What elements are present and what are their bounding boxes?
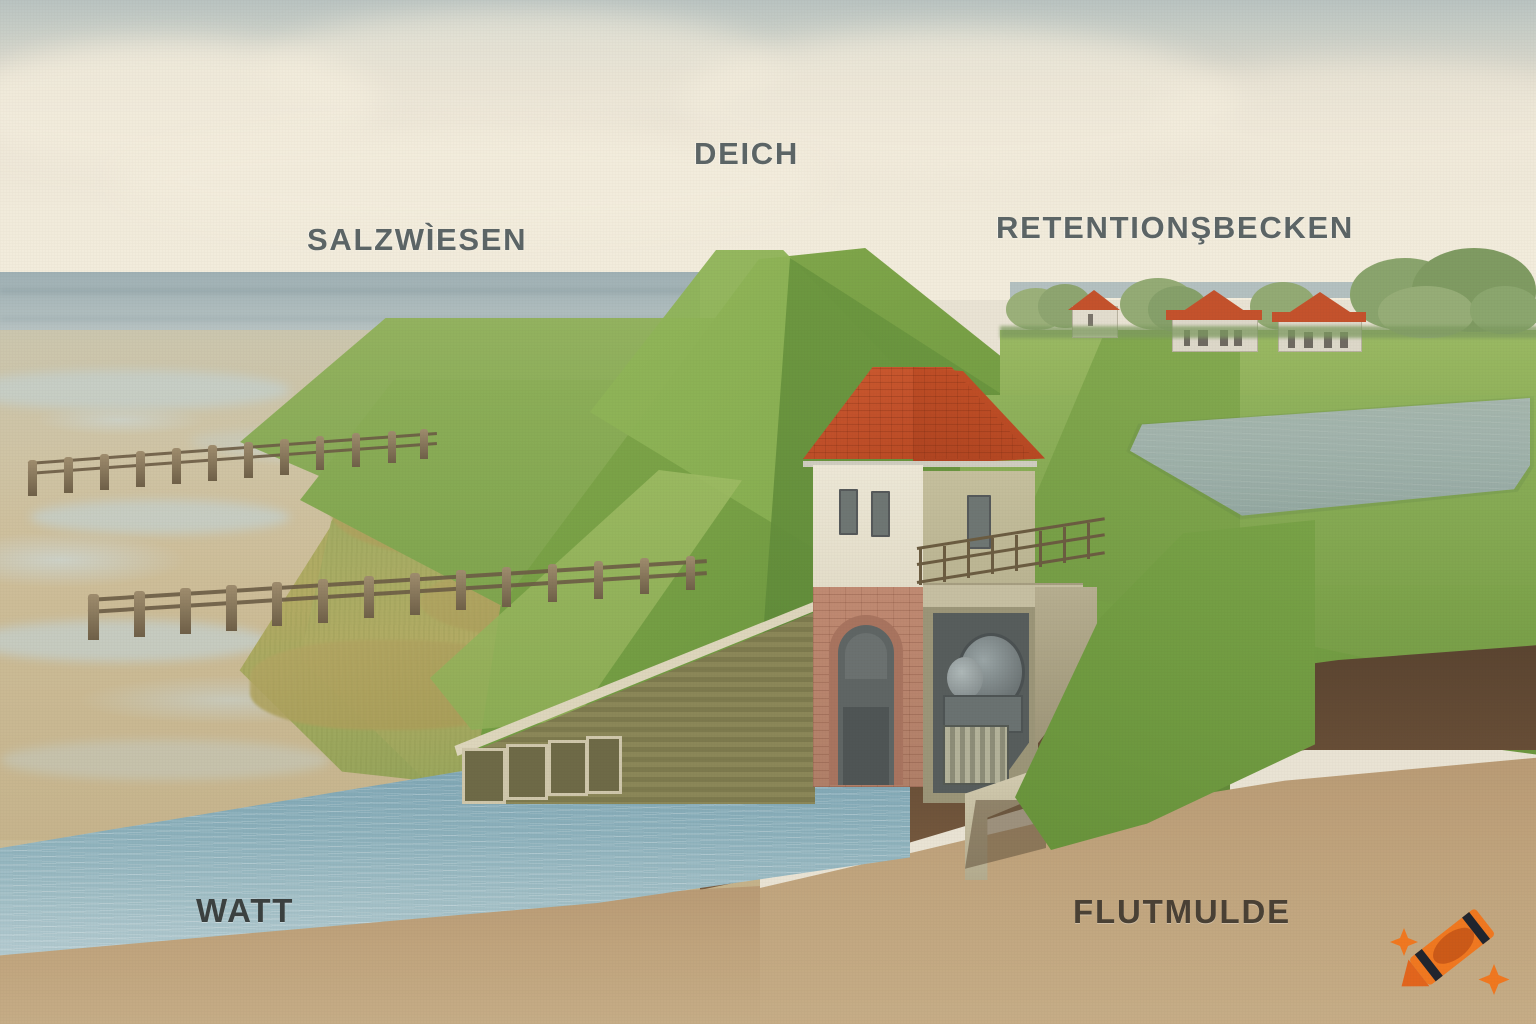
sparkle-icon [1478,964,1510,995]
cloud [1150,60,1536,180]
window [871,491,890,537]
groyne-lower [80,556,720,640]
cloud [120,130,820,230]
sluice-arch-gate[interactable] [829,615,903,785]
crayon-logo [1390,909,1510,995]
pump-wheel-inner [947,657,983,699]
building-wall-front [813,465,923,587]
sluice-stoplogs [943,725,1009,785]
label-watt: WATT [196,892,295,929]
village-house [1272,292,1366,352]
tidal-creek [0,740,330,780]
label-deich: DEICH [694,136,799,171]
village-house [1166,290,1262,352]
label-salzwiesen: SALZWÌESEN [307,222,528,257]
roof-eaves [803,461,1037,467]
timber-sluice-boxes [462,736,622,810]
platform-railing[interactable] [916,517,1107,591]
tidal-creek [30,500,290,534]
sparkle-icon [1390,928,1418,956]
sluice-building[interactable] [795,365,1105,815]
label-flutmulde: FLUTMULDE [1073,893,1291,930]
window [839,489,858,535]
tidal-creek [0,370,290,410]
hedgerow [1000,326,1536,338]
groyne-upper [20,429,440,500]
label-retentionsbecken: RETENTIONŞBECKEN [996,210,1354,245]
